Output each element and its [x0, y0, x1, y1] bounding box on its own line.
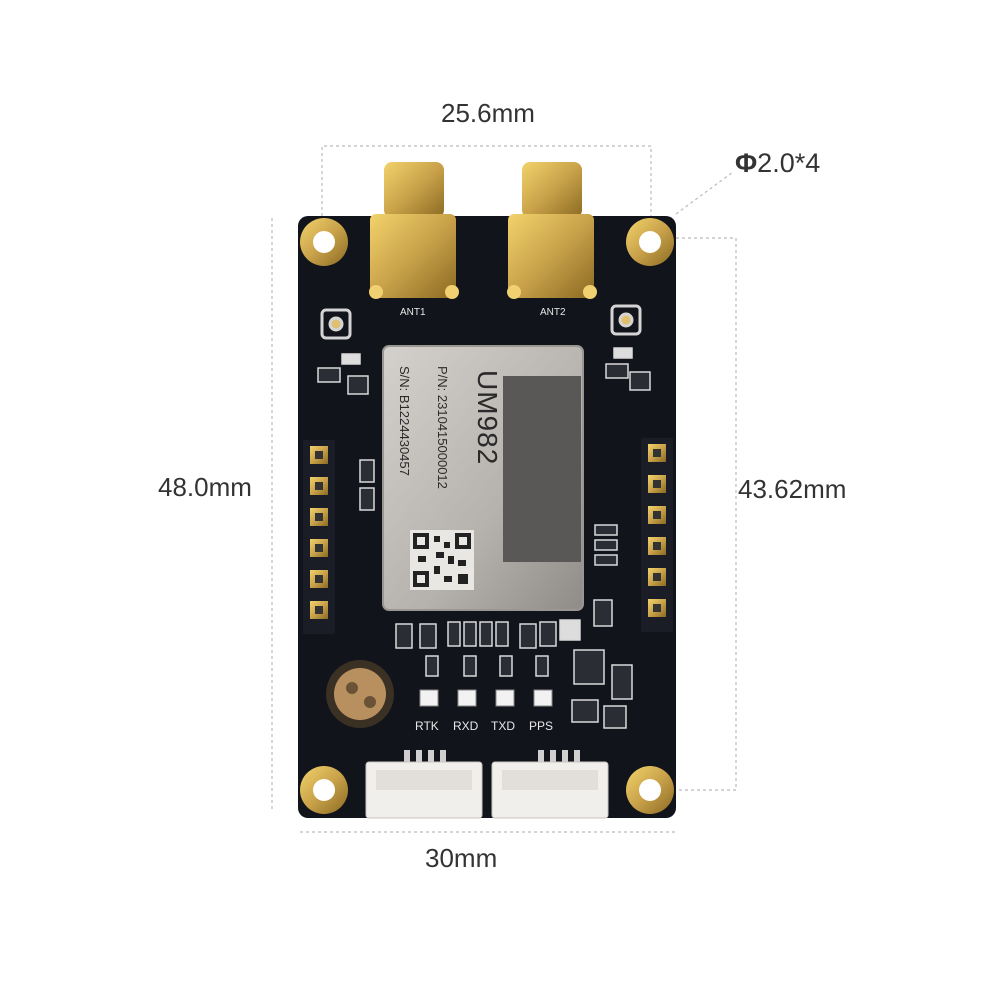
- ant2-label: ANT2: [540, 307, 566, 318]
- ufl-connectors: [320, 304, 642, 340]
- dimension-left-height: 48.0mm: [158, 472, 252, 502]
- backup-battery-holder: [326, 660, 394, 728]
- antenna-connector-ant2: [507, 162, 597, 299]
- dimension-right-height: 43.62mm: [738, 474, 847, 504]
- module-serial-number: S/N: B1224430457: [397, 366, 412, 476]
- led-label-rtk: RTK: [415, 719, 439, 733]
- module-part-number: P/N: 2310415000012: [435, 366, 450, 489]
- hole-spec-value: 2.0*4: [757, 148, 821, 178]
- jst-connector-right: [491, 750, 609, 819]
- dimension-top-width: 25.6mm: [441, 98, 535, 128]
- antenna-connector-ant1: [369, 162, 459, 299]
- qr-code: [410, 530, 474, 590]
- jst-connector-left: [365, 750, 483, 819]
- pin-header-left: [303, 440, 335, 634]
- smd-components: [317, 347, 651, 729]
- pin-header-right: [641, 438, 673, 632]
- status-leds: [419, 689, 553, 707]
- led-label-pps: PPS: [529, 719, 553, 733]
- led-label-rxd: RXD: [453, 719, 479, 733]
- led-label-txd: TXD: [491, 719, 515, 733]
- module-model: UM982: [472, 370, 503, 465]
- dimension-bottom-width: 30mm: [425, 843, 498, 873]
- mounting-holes: [300, 218, 674, 814]
- dimension-guides: [271, 145, 737, 833]
- dimension-hole-spec: Φ2.0*4: [735, 148, 820, 179]
- ant1-label: ANT1: [400, 307, 426, 318]
- diameter-symbol: Φ: [735, 148, 758, 178]
- gnss-module-um982: UM982 P/N: 2310415000012 S/N: B122443045…: [382, 345, 584, 611]
